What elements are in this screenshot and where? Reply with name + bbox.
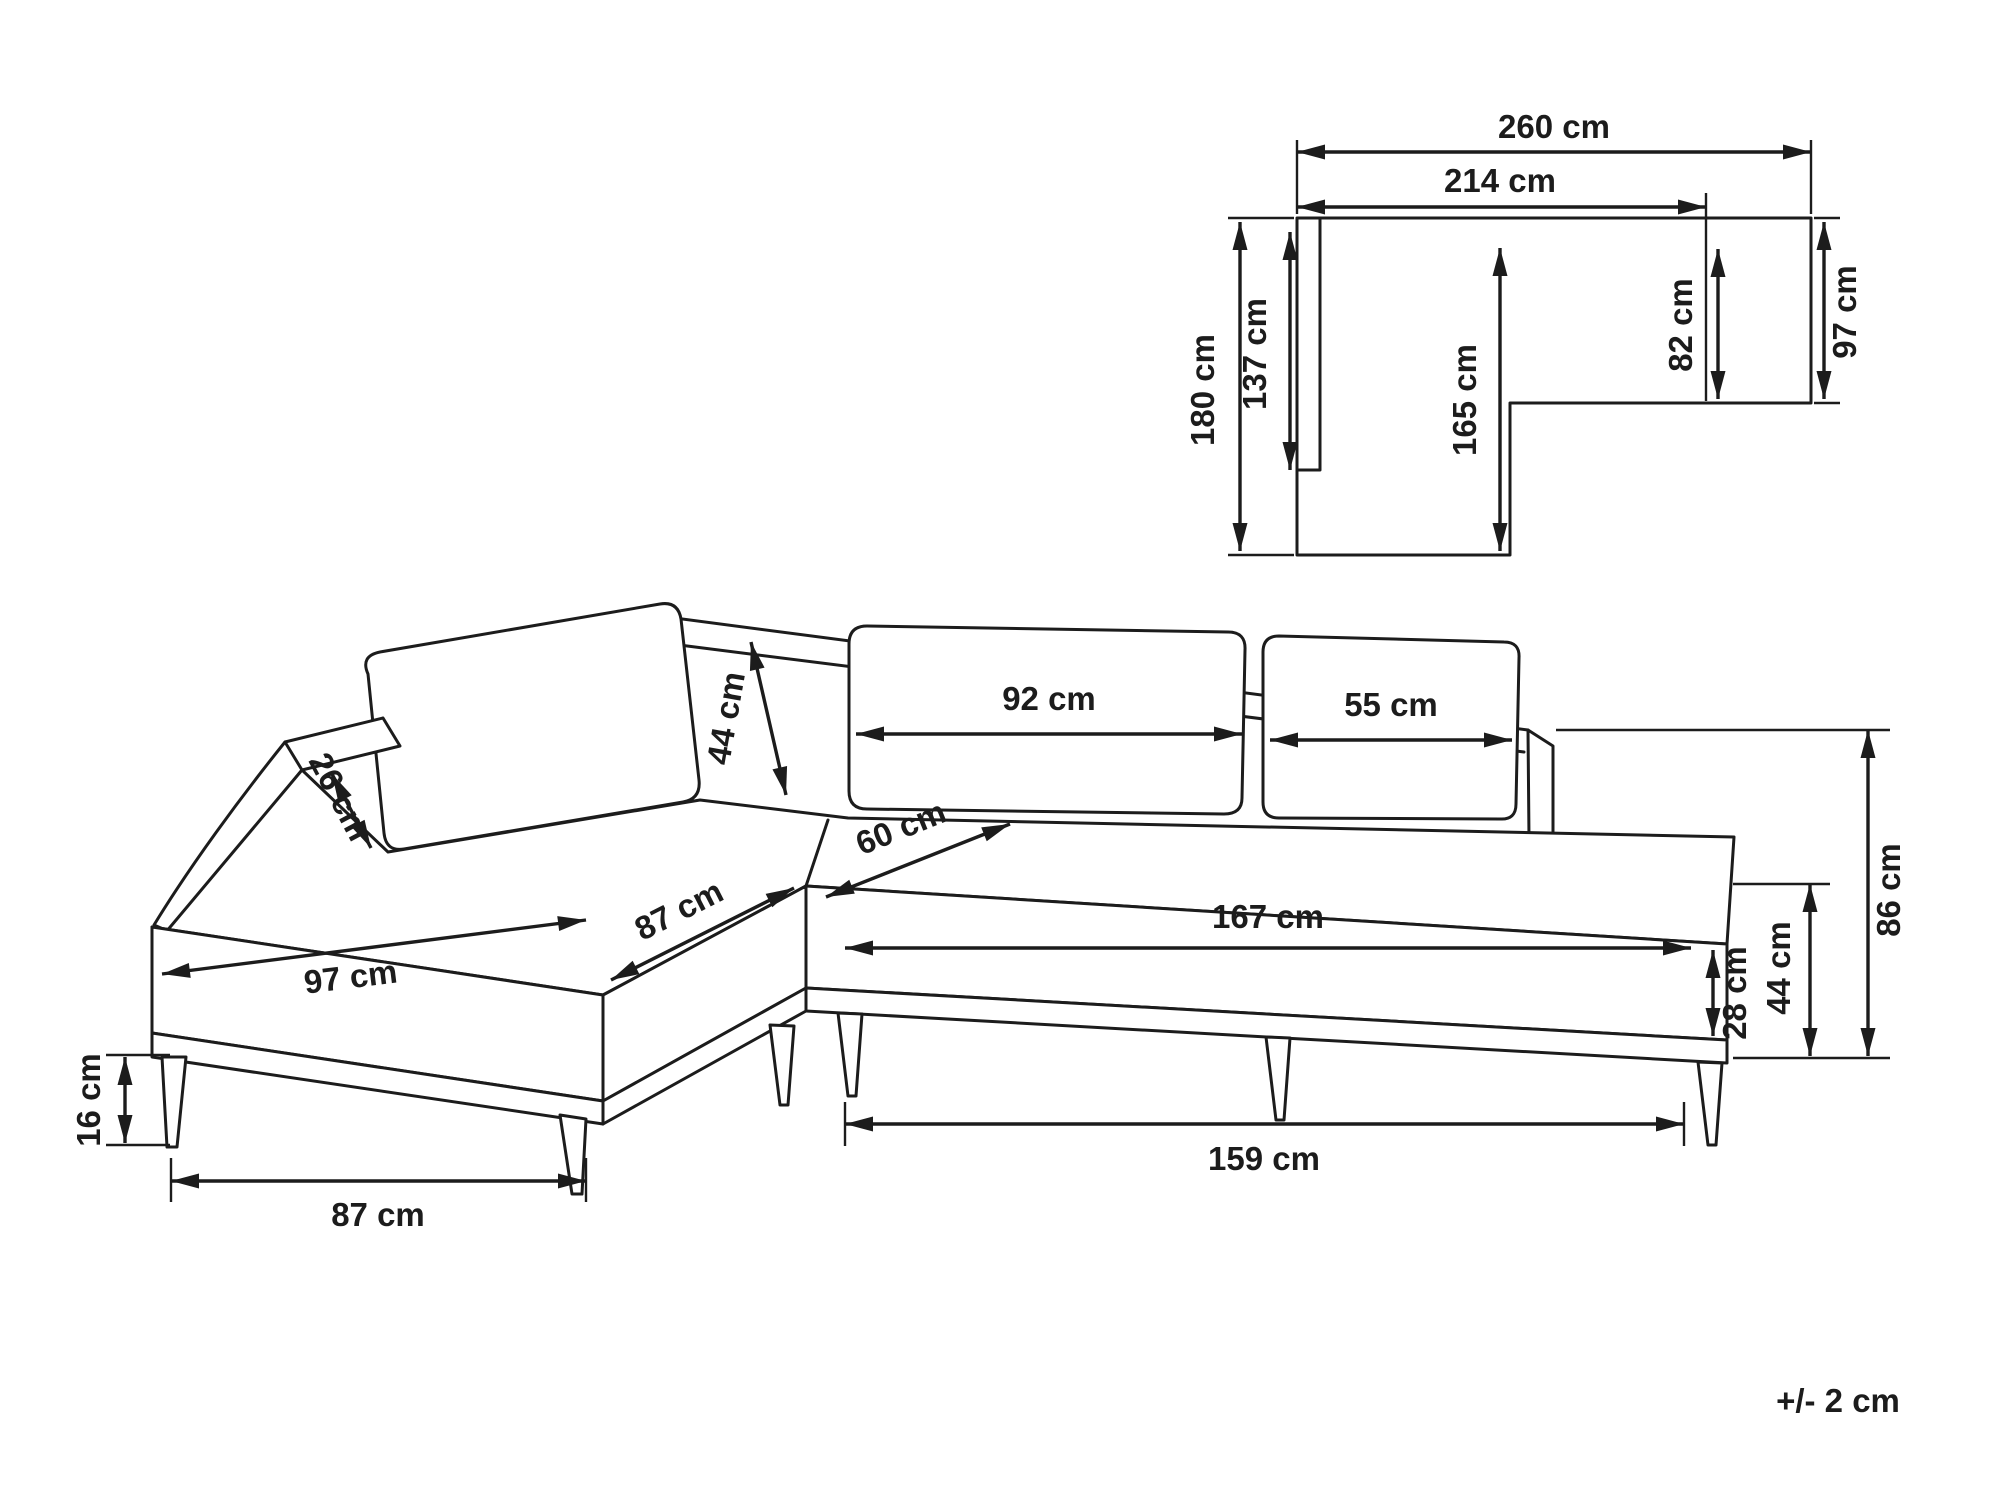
sofa-legs [160,1011,1724,1196]
back-cushion-right [1261,634,1521,821]
back-cushion-left [364,602,701,851]
back-cushion-center [847,624,1247,816]
backrest-end-panel [1526,728,1555,847]
left-armrest [152,716,402,934]
dim-label-seat-edge-height: 28 cm [1716,946,1753,1040]
dim-label-backrest-inner-depth: 137 cm [1236,298,1273,410]
top-view-schematic: 260 cm 214 cm 180 cm 137 cm 165 cm 82 cm… [1184,108,1863,557]
top-view-outline [1295,216,1813,557]
dim-label-total-height: 86 cm [1870,843,1907,937]
sofa-dimension-arrows [117,641,1876,1189]
top-view-armrest-line [1295,216,1322,472]
dim-label-total-width: 260 cm [1498,108,1610,145]
dim-label-seat-length: 167 cm [1212,898,1324,935]
dim-label-chaise-leg-span: 87 cm [331,1196,425,1233]
dim-label-right-inner-depth: 82 cm [1662,278,1699,372]
tolerance-note: +/- 2 cm [1776,1382,1900,1419]
dim-label-total-depth: 180 cm [1184,334,1221,446]
base-rails [150,986,1729,1126]
dim-label-leg-height: 16 cm [70,1053,107,1147]
dim-label-right-depth: 97 cm [1826,265,1863,359]
dim-label-right-cushion-width: 55 cm [1344,686,1438,723]
corner-seam [804,818,830,888]
dim-label-chaise-depth: 165 cm [1446,344,1483,456]
dim-label-seat-leg-span: 159 cm [1208,1140,1320,1177]
dim-label-center-cushion-width: 92 cm [1002,680,1096,717]
dim-label-seat-width: 214 cm [1444,162,1556,199]
dim-label-back-cushion-height: 44 cm [699,669,752,768]
dim-label-seat-height: 44 cm [1760,921,1797,1015]
top-view-dimension-arrows [1232,144,1832,551]
sofa-perspective-drawing: 44 cm 92 cm 55 cm 26 cm 60 cm 87 cm 97 c… [70,602,1907,1233]
